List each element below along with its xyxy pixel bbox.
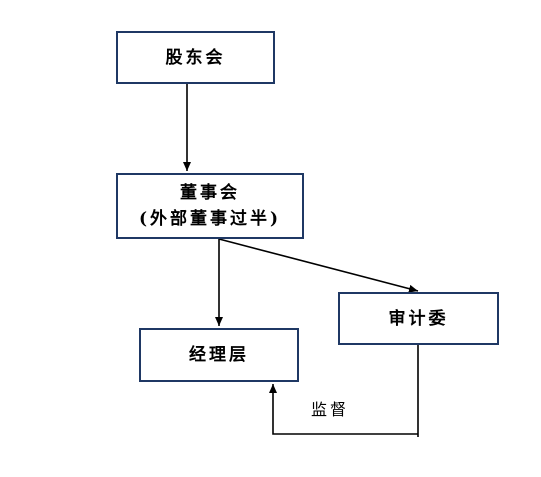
board-composition-note: (外部董事过半) [138, 209, 282, 229]
shareholders-meeting-box: 股东会 [116, 31, 275, 84]
audit-committee-box: 审计委 [338, 292, 499, 345]
supervise-label: 监督 [311, 400, 350, 419]
management-box: 经理层 [139, 328, 299, 382]
shareholders-meeting-label: 股东会 [165, 47, 226, 68]
management-label: 经理层 [189, 345, 249, 365]
arrow-audit-supervises-management [269, 345, 419, 437]
arrow-board-to-audit [218, 238, 419, 293]
board-of-directors-box: 董事会 (外部董事过半) [116, 173, 304, 239]
audit-committee-label: 审计委 [388, 308, 449, 329]
board-of-directors-label: 董事会 [180, 183, 240, 203]
